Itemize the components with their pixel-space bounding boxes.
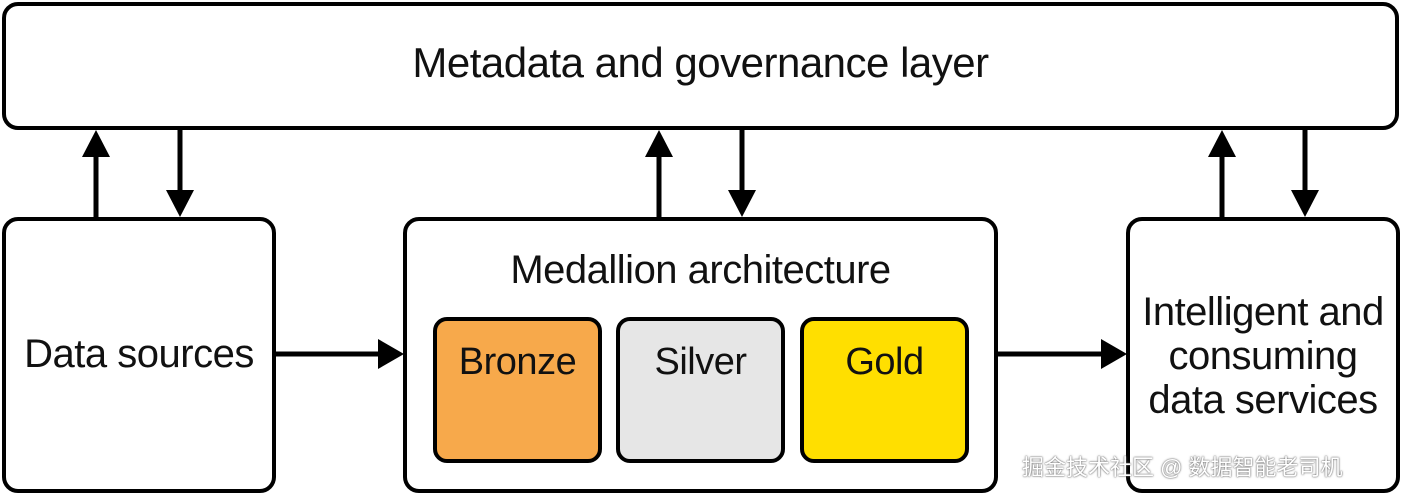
medallion-architecture-label: Medallion architecture bbox=[510, 248, 891, 292]
data-sources-label: Data sources bbox=[24, 332, 254, 376]
arrowhead-right-services bbox=[1101, 339, 1127, 369]
arrowhead-up-sources bbox=[82, 130, 110, 157]
arrowhead-up-medallion bbox=[645, 130, 673, 157]
arrowhead-up-services bbox=[1208, 130, 1236, 157]
watermark-text: 掘金技术社区 @ 数据智能老司机 bbox=[1022, 455, 1343, 480]
data-services-box bbox=[1126, 217, 1400, 493]
data-sources-box bbox=[2, 217, 276, 493]
arrowhead-down-medallion bbox=[728, 190, 756, 217]
gold-tier: Gold bbox=[800, 317, 969, 463]
governance-layer-box bbox=[2, 2, 1399, 130]
data-services-label: Intelligent and consuming data services bbox=[1142, 290, 1384, 422]
bronze-tier: Bronze bbox=[433, 317, 602, 463]
arrowhead-down-sources bbox=[166, 190, 194, 217]
arrowhead-right-medallion bbox=[378, 339, 404, 369]
governance-layer-label: Metadata and governance layer bbox=[412, 39, 989, 86]
silver-tier: Silver bbox=[616, 317, 785, 463]
arrowhead-down-services bbox=[1291, 190, 1319, 217]
